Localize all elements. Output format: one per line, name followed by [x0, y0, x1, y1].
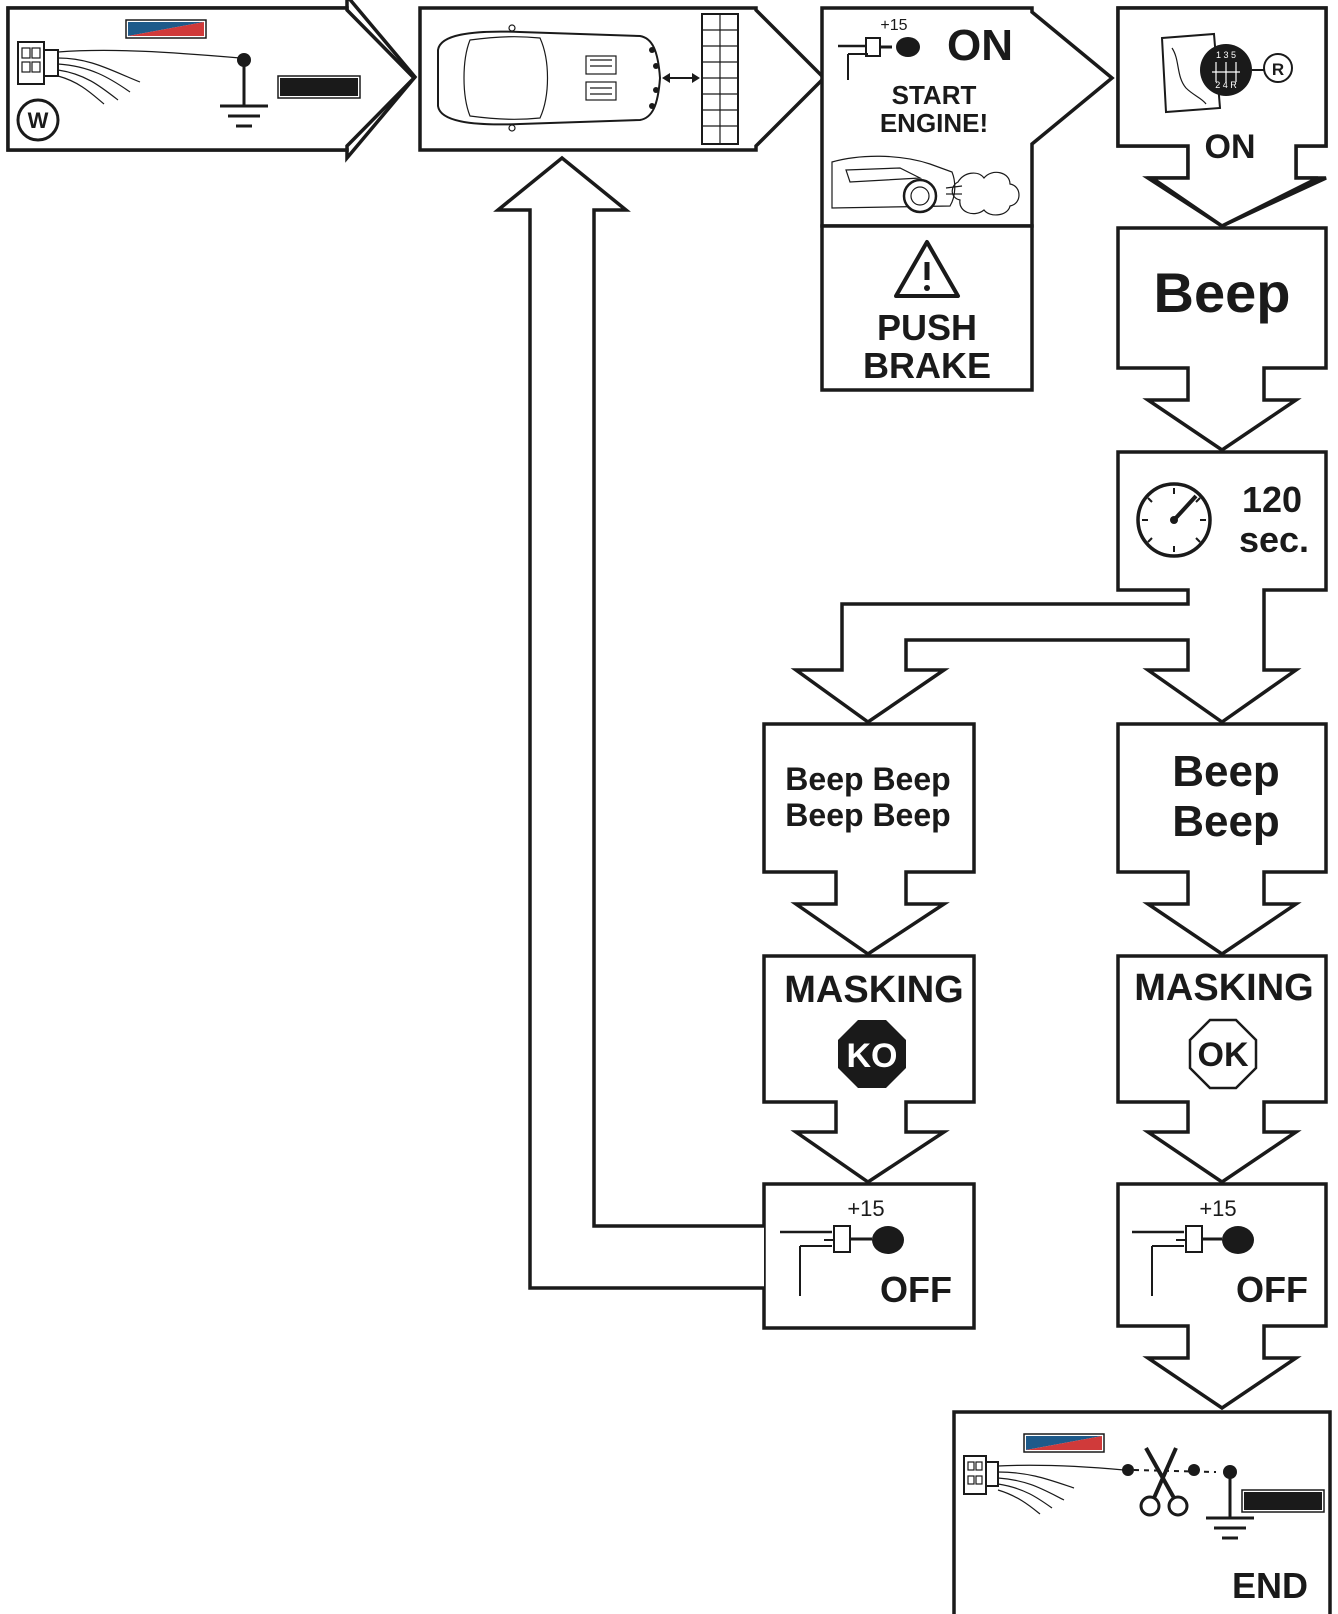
step-wire-ground: W [6, 0, 418, 163]
w-badge-icon [16, 98, 60, 142]
wire-strip-icon [280, 78, 358, 96]
off-right-label: OFF [1236, 1269, 1308, 1310]
connector-icon [963, 1455, 999, 1495]
push-brake-line1: PUSH [877, 307, 977, 348]
beep-label: Beep [1154, 261, 1291, 324]
step-beep: Beep [1116, 226, 1328, 453]
step-ignition-on: +15 ON START ENGINE! [820, 6, 1115, 228]
distance-arrow-icon [662, 73, 700, 83]
step-masking-ko: MASKING KO [762, 954, 976, 1185]
plus15-label: +15 [880, 17, 907, 34]
step-end: END [952, 1410, 1332, 1614]
gear-top-numbers: 1 3 5 [1216, 50, 1236, 60]
gear-bottom-numbers: 2 4 R [1215, 80, 1237, 90]
reverse-letter: R [1272, 60, 1284, 79]
loop-back-arrow [493, 155, 764, 1290]
ok-beeps-line1: Beep [1172, 747, 1280, 796]
ko-badge: KO [847, 1037, 898, 1075]
fail-beeps-line2: Beep Beep [785, 797, 950, 833]
scissors-icon [1139, 1447, 1189, 1517]
ignition-key-icon [838, 37, 920, 80]
ok-octagon-icon [1188, 1018, 1258, 1090]
off-left-plus15: +15 [847, 1196, 884, 1221]
ok-beeps-line2: Beep [1172, 797, 1280, 846]
gearshift-icon: 1 3 5 2 4 R [1160, 32, 1293, 114]
step-off-left: +15 OFF [762, 1182, 976, 1330]
end-label: END [1232, 1565, 1308, 1606]
wall-icon [701, 13, 739, 145]
ok-badge: OK [1198, 1036, 1249, 1074]
warning-triangle-icon [894, 240, 960, 298]
push-brake-line2: BRAKE [863, 345, 991, 386]
ko-octagon-icon [838, 1020, 906, 1088]
car-top-view-icon [437, 24, 662, 132]
step-reverse-gear: 1 3 5 2 4 R R ON [1116, 6, 1328, 229]
on-label: ON [947, 21, 1013, 70]
step-push-brake: PUSH BRAKE [820, 224, 1034, 392]
start-engine-line2: ENGINE! [880, 108, 988, 138]
ground-icon [220, 53, 268, 128]
step-car-sensors [418, 6, 827, 152]
off-left-label: OFF [880, 1269, 952, 1310]
step-masking-ok: MASKING OK [1116, 954, 1328, 1185]
stopwatch-icon [1136, 482, 1212, 558]
ignition-key-off-icon [1132, 1225, 1254, 1296]
ignition-key-off-icon [780, 1225, 904, 1296]
timer-value: 120 [1242, 479, 1302, 520]
step-ok-beeps: Beep Beep [1116, 722, 1328, 957]
masking-ok-label: MASKING [1134, 967, 1313, 1009]
start-engine-line1: START [892, 80, 977, 110]
wire-strip-icon [1244, 1492, 1322, 1510]
connector-icon [17, 41, 59, 85]
step-timer: 120 sec. [790, 450, 1328, 725]
timer-unit: sec. [1239, 519, 1309, 560]
color-flag-icon [1023, 1433, 1105, 1453]
fail-beeps-line1: Beep Beep [785, 761, 950, 797]
step-fail-beeps: Beep Beep Beep Beep [762, 722, 976, 957]
ground-icon [1206, 1465, 1254, 1540]
off-right-plus15: +15 [1199, 1196, 1236, 1221]
step-off-right: +15 OFF [1116, 1182, 1328, 1411]
w-label: W [28, 108, 49, 133]
car-exhaust-icon [831, 155, 1020, 216]
masking-ko-label: MASKING [784, 969, 963, 1011]
color-flag-icon [125, 19, 207, 39]
reverse-on-label: ON [1205, 128, 1256, 166]
